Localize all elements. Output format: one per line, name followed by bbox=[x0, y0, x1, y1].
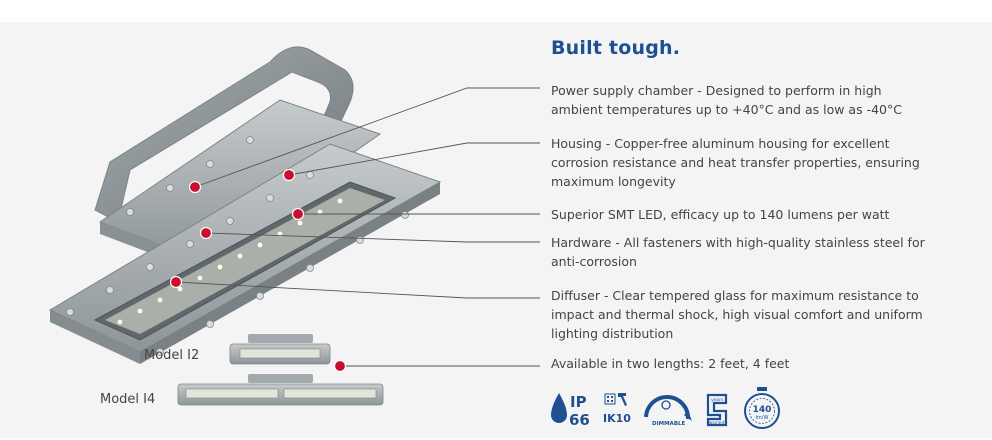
feature-led: Superior SMT LED, efficacy up to 140 lum… bbox=[551, 207, 890, 222]
efficacy-unit: lm/W bbox=[756, 415, 769, 421]
marker-lengths bbox=[333, 359, 347, 373]
marker-led bbox=[291, 207, 305, 221]
feature-lengths: Available in two lengths: 2 feet, 4 feet bbox=[551, 356, 790, 371]
model-i4-label: Model I4 bbox=[100, 392, 156, 407]
ip-rating-bottom: 66 bbox=[569, 411, 590, 429]
water-drop-icon bbox=[551, 393, 567, 423]
model-i2-illustration bbox=[229, 334, 331, 365]
marker-housing bbox=[282, 168, 296, 182]
dimmable-label: DIMMABLE bbox=[652, 421, 686, 427]
ik-rating: IK10 bbox=[603, 412, 631, 425]
warranty-top-label: years bbox=[711, 397, 724, 403]
warranty-icon bbox=[706, 393, 728, 427]
efficacy-value: 140 bbox=[753, 405, 772, 415]
feature-hardware: Hardware - All fasteners with high-quali… bbox=[551, 235, 925, 269]
model-i2-label: Model I2 bbox=[144, 348, 200, 363]
ip-rating-top: IP bbox=[570, 393, 587, 411]
fixture-illustration bbox=[48, 46, 442, 406]
dimming-icon bbox=[644, 395, 692, 421]
marker-power-supply bbox=[188, 180, 202, 194]
marker-hardware bbox=[199, 226, 213, 240]
feature-housing: Housing - Copper-free aluminum housing f… bbox=[551, 136, 920, 189]
mounting-bracket bbox=[94, 46, 354, 223]
feature-power-supply: Power supply chamber - Designed to perfo… bbox=[551, 83, 902, 117]
marker-diffuser bbox=[169, 275, 183, 289]
led-array bbox=[117, 198, 343, 325]
model-i4-illustration bbox=[177, 374, 384, 406]
feature-diffuser: Diffuser - Clear tempered glass for maxi… bbox=[551, 288, 923, 341]
warranty-bottom-label: warranty bbox=[709, 420, 727, 425]
page-title: Built tough. bbox=[551, 37, 681, 59]
efficacy-badge-icon bbox=[744, 387, 780, 429]
certification-badges: IP 66 IK10 DIMMABLE years warranty 140 l… bbox=[551, 387, 780, 429]
impact-hammer-icon bbox=[604, 393, 627, 406]
fasteners bbox=[66, 136, 409, 356]
